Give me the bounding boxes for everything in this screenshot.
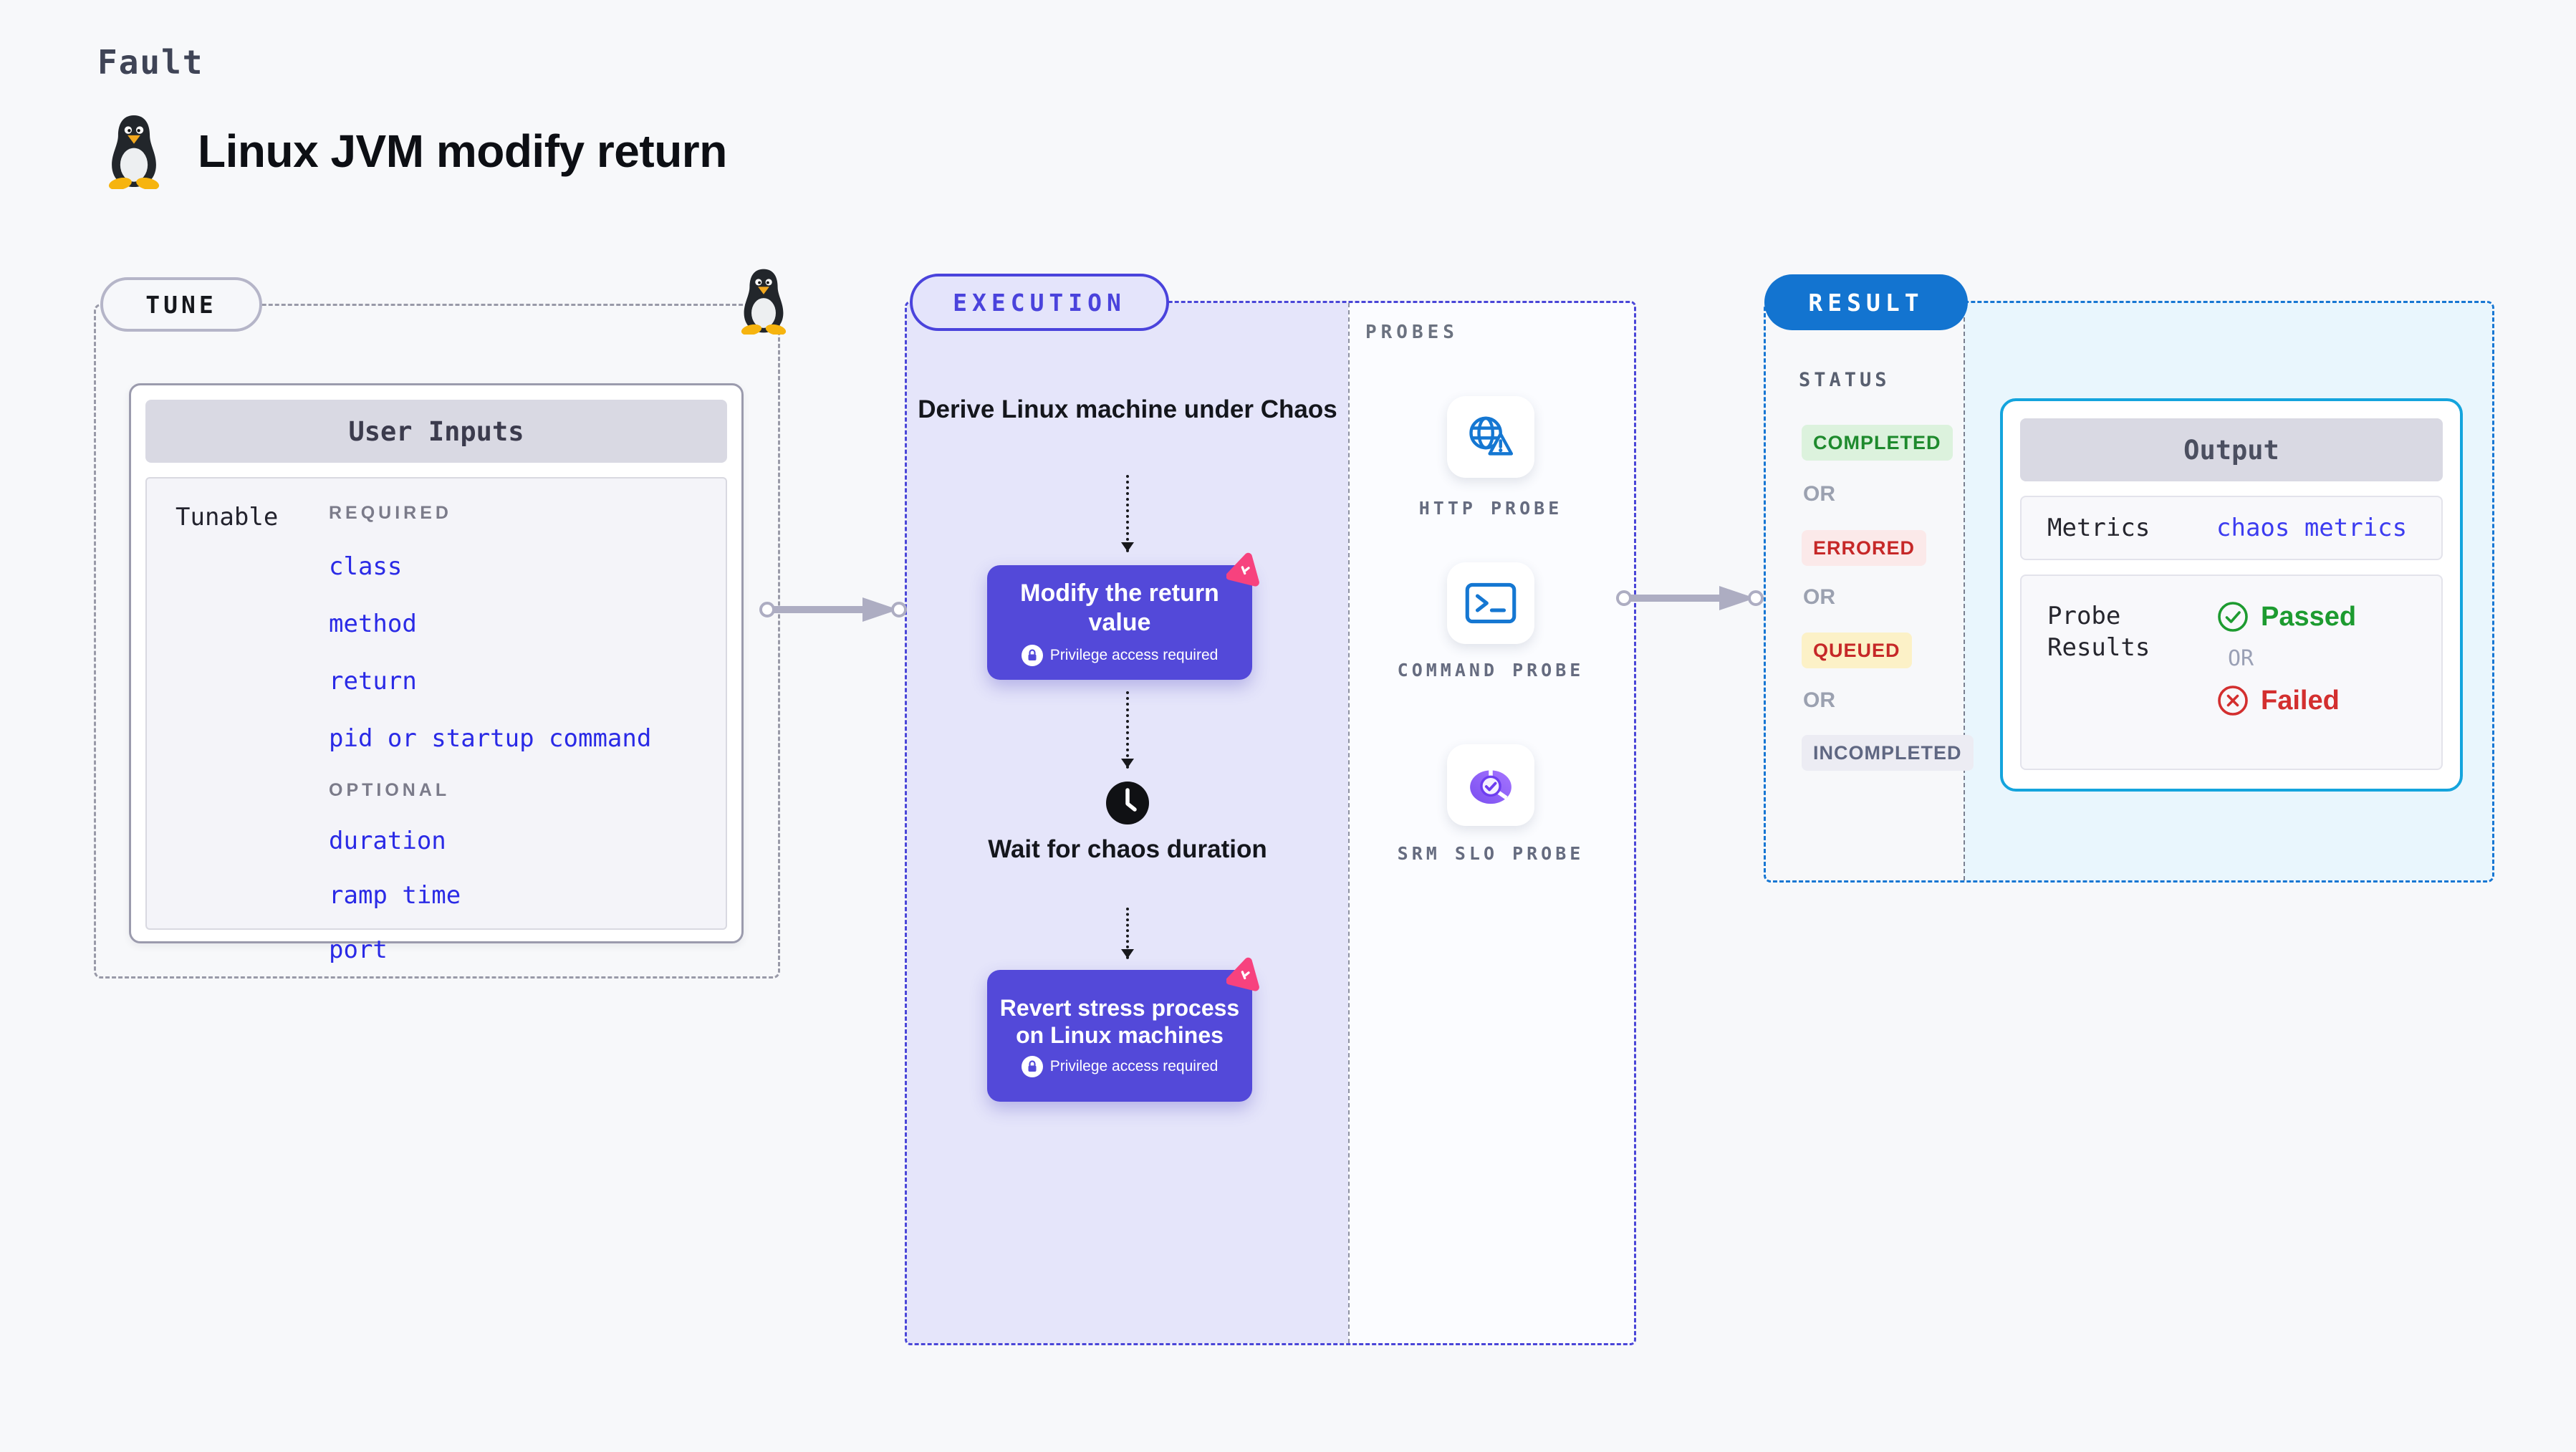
or-separator: OR (1803, 688, 1835, 712)
status-badge-errored: ERRORED (1802, 530, 1927, 566)
probes-label: PROBES (1365, 322, 1458, 343)
passed-result: Passed (2216, 600, 2356, 633)
metrics-value: chaos metrics (2216, 514, 2408, 542)
arrow-right-icon (1616, 586, 1764, 610)
lock-icon (1021, 1056, 1043, 1077)
probe-results-label: Probe Results (2047, 602, 2150, 662)
arrow-right-icon (759, 597, 907, 622)
http-probe-card (1447, 396, 1534, 478)
terminal-icon (1465, 582, 1517, 624)
metrics-row: Metrics chaos metrics (2020, 496, 2443, 560)
failed-label: Failed (2261, 685, 2340, 716)
wait-step-label: Wait for chaos duration (988, 835, 1267, 863)
metrics-label: Metrics (2047, 514, 2150, 542)
user-inputs-header: User Inputs (145, 400, 727, 463)
optional-label: OPTIONAL (329, 780, 451, 800)
clock-icon (1106, 782, 1149, 824)
probe-results-row: Probe Results Passed OR (2020, 574, 2443, 770)
input-method: method (329, 610, 417, 638)
command-probe-card (1447, 562, 1534, 644)
execution-section: EXECUTION Derive Linux machine under Cha… (905, 274, 1636, 1345)
modify-step-title: Modify the return value (1020, 580, 1219, 636)
srm-slo-probe-label: SRM SLO PROBE (1397, 843, 1585, 864)
status-output-divider (1964, 303, 1965, 880)
flow-connector (1121, 691, 1134, 769)
status-label: STATUS (1799, 369, 1890, 391)
flow-connector (1121, 475, 1134, 552)
input-port: port (329, 936, 388, 964)
status-badge-incompleted: INCOMPLETED (1802, 735, 1974, 771)
lock-icon (1021, 645, 1043, 666)
privilege-badge: Privilege access required (1021, 1056, 1219, 1077)
command-probe-label: COMMAND PROBE (1397, 660, 1585, 681)
revert-step-title: Revert stress process on Linux machines (999, 995, 1240, 1048)
modify-return-step: Modify the return value Privilege access… (987, 552, 1259, 680)
input-ramp-time: ramp time (329, 881, 461, 910)
execution-probes-divider (1348, 303, 1350, 1343)
input-class: class (329, 552, 403, 581)
page-title-row: Linux JVM modify return (102, 113, 727, 189)
derive-step-label: Derive Linux machine under Chaos (918, 395, 1337, 423)
chaos-logo-icon (1226, 957, 1259, 991)
failed-result: Failed (2216, 684, 2356, 717)
user-inputs-panel: Tunable REQUIRED class method return pid… (145, 477, 727, 964)
result-section: RESULT STATUS COMPLETED OR ERRORED OR QU… (1764, 274, 2494, 883)
privilege-badge-label: Privilege access required (1049, 647, 1219, 663)
linux-penguin-icon (108, 115, 160, 189)
or-separator: OR (1803, 585, 1835, 609)
required-label: REQUIRED (329, 503, 452, 523)
user-inputs-card: User Inputs Tunable REQUIRED class metho… (129, 383, 744, 964)
probe-results-values: Passed OR Failed (2216, 600, 2356, 769)
tunable-label: Tunable (176, 503, 279, 532)
or-separator: OR (1803, 482, 1835, 506)
page-title: Linux JVM modify return (198, 125, 727, 177)
srm-slo-probe-card (1447, 744, 1534, 826)
privilege-badge-label: Privilege access required (1049, 1058, 1219, 1074)
or-separator: OR (2228, 646, 2254, 671)
output-header: Output (2020, 418, 2443, 481)
result-pill: RESULT (1764, 274, 1968, 330)
tunable-items: REQUIRED class method return pid or star… (329, 503, 726, 964)
tune-section: TUNE User Inputs Tunable REQUIRED class … (94, 269, 787, 979)
input-duration: duration (329, 827, 446, 855)
revert-stress-step: Revert stress process on Linux machines … (987, 957, 1259, 1102)
output-card: Output Metrics chaos metrics Probe Resul… (2000, 398, 2463, 792)
x-circle-icon (2218, 686, 2248, 716)
slo-donut-icon (1470, 767, 1512, 804)
passed-label: Passed (2261, 601, 2357, 632)
linux-penguin-icon (741, 269, 787, 335)
http-probe-label: HTTP PROBE (1418, 498, 1563, 519)
globe-alert-icon (1469, 416, 1514, 456)
check-circle-icon (2218, 602, 2248, 632)
flow-connector (1121, 908, 1134, 959)
tune-pill: TUNE (100, 277, 262, 332)
status-badge-queued: QUEUED (1802, 633, 1912, 668)
fault-kicker: Fault (97, 43, 204, 82)
input-pid-or-startup-command: pid or startup command (329, 724, 652, 753)
privilege-badge: Privilege access required (1021, 645, 1219, 666)
input-return: return (329, 667, 417, 696)
status-badge-completed: COMPLETED (1802, 425, 1953, 461)
execution-pill: EXECUTION (910, 274, 1169, 331)
chaos-logo-icon (1226, 552, 1259, 587)
